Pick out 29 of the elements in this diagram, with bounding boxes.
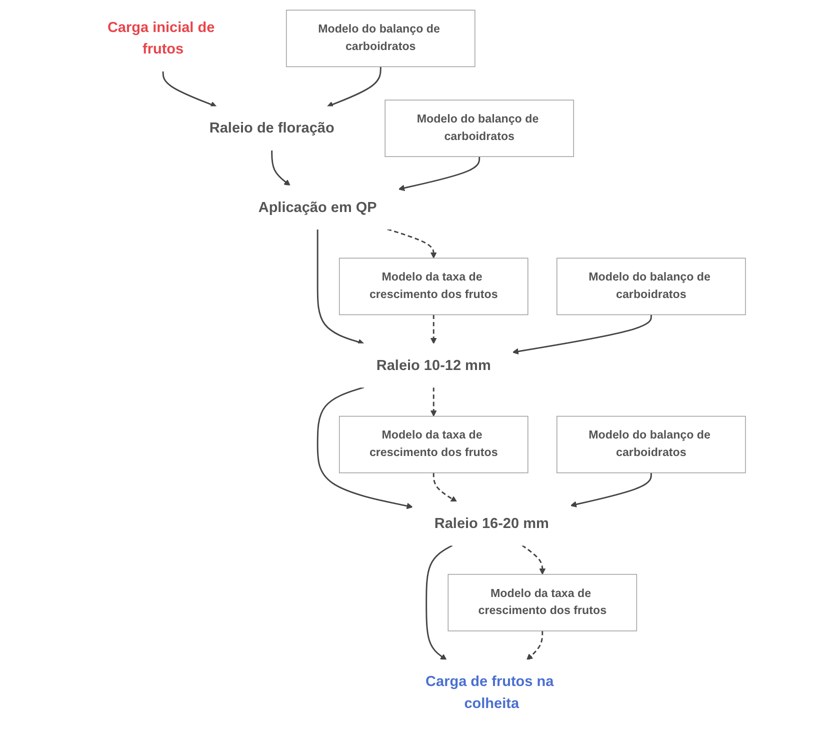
- node-text: Raleio 10-12 mm: [376, 358, 491, 374]
- node-box: [338, 416, 528, 474]
- node-text: Carga de frutos na colheita: [425, 674, 554, 712]
- arrow: [526, 630, 543, 660]
- node-box: [556, 258, 746, 316]
- node-text: Aplicação em QP: [258, 199, 377, 216]
- arrow: [570, 472, 652, 508]
- node-box: [384, 100, 574, 157]
- arrow: [432, 472, 457, 502]
- node-text: Carga inicial de frutos: [107, 20, 215, 58]
- arrow: [512, 314, 652, 355]
- arrow: [326, 66, 382, 108]
- arrow: [522, 544, 546, 575]
- node-text: Raleio de floração: [209, 120, 334, 136]
- node-text: Raleio 16-20 mm: [434, 516, 549, 532]
- arrow: [271, 150, 290, 186]
- arrow: [398, 156, 480, 192]
- arrow: [162, 71, 217, 108]
- node-box: [556, 416, 746, 474]
- arrow: [316, 386, 413, 510]
- arrow: [426, 544, 453, 660]
- node-box: [338, 258, 528, 316]
- flowchart: Carga inicial de frutos Modelo do balanço de carboidratos Raleio de floração Modelo do balanço de carboidratos Aplicação em QP Modelo da taxa de crescimento dos frutos Modelo do balanço de carboidratos Raleio 10-12 mm Modelo da taxa de crescimento dos frutos Modelo do balanço de carboidratos Raleio 16-20 mm Modelo da taxa de crescimento dos frutos Carga de frutos na colheita: [62, 0, 752, 731]
- arrow: [430, 387, 437, 417]
- node-box: [286, 10, 476, 68]
- arrow: [430, 314, 437, 344]
- arrow: [316, 229, 364, 346]
- node-box: [448, 574, 637, 632]
- arrow: [386, 228, 437, 258]
